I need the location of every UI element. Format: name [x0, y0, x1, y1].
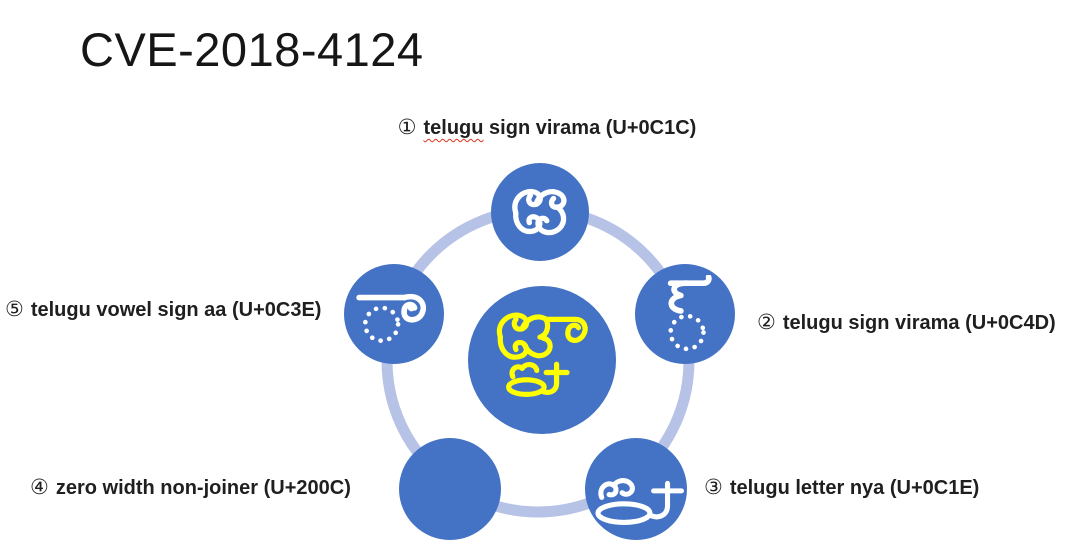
label-3-nya: ③ telugu letter nya (U+0C1E) — [704, 475, 979, 500]
telugu-conjunct-glyph — [496, 312, 588, 397]
node-virama — [635, 264, 735, 364]
label-4-text: zero width non-joiner (U+200C) — [55, 477, 351, 499]
node-nya — [585, 438, 687, 540]
telugu-aa-glyph — [356, 293, 426, 343]
circled-number-1: ① — [397, 116, 417, 139]
circled-number-3: ③ — [704, 476, 723, 499]
label-4-zwnj: ④ zero width non-joiner (U+200C) — [30, 475, 351, 500]
circled-number-2: ② — [757, 311, 776, 334]
label-2-text: telugu sign virama (U+0C4D) — [782, 312, 1056, 334]
label-2-virama: ② telugu sign virama (U+0C4D) — [757, 310, 1056, 335]
page-title: CVE-2018-4124 — [80, 23, 424, 76]
node-aa — [344, 264, 444, 364]
telugu-virama-glyph — [667, 275, 712, 352]
label-1-ja: ① telugu sign virama (U+0C1C) — [398, 115, 697, 140]
label-1-word: telugu — [423, 117, 484, 139]
label-1-rest: sign virama (U+0C1C) — [483, 117, 697, 139]
label-5-text: telugu vowel sign aa (U+0C3E) — [30, 299, 322, 321]
node-ja — [491, 163, 589, 261]
label-3-text: telugu letter nya (U+0C1E) — [729, 477, 980, 499]
label-5-aa: ⑤ telugu vowel sign aa (U+0C3E) — [5, 297, 321, 322]
circled-number-4: ④ — [30, 476, 49, 499]
telugu-ja-glyph — [512, 188, 567, 236]
circled-number-5: ⑤ — [5, 298, 24, 321]
telugu-nya-glyph — [595, 478, 684, 525]
center-node-conjunct — [468, 286, 616, 434]
node-zwnj — [399, 438, 501, 540]
